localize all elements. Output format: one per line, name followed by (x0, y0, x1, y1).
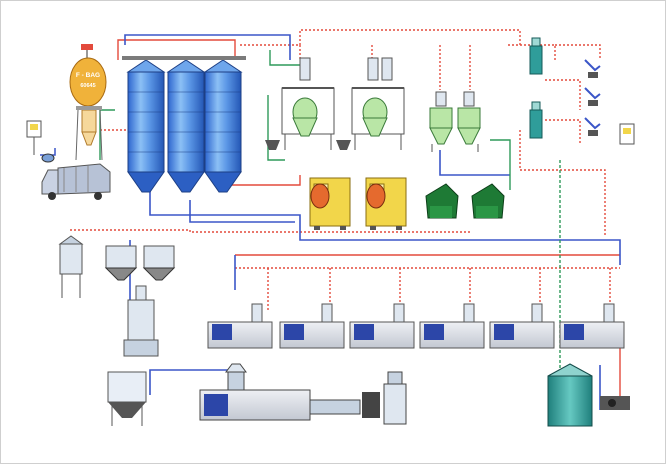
cooling-tower (547, 363, 630, 427)
dryer-unit-1 (309, 177, 351, 230)
hopper-station-1 (265, 57, 335, 150)
twin-green-hoppers (429, 91, 481, 152)
injection-machine-2 (279, 303, 345, 349)
injection-machine-1 (207, 303, 273, 349)
bottom-left-hopper (107, 371, 147, 426)
injection-machine-5 (489, 303, 555, 349)
granulator-2 (471, 183, 505, 219)
fbag-label: F - BAG (76, 72, 100, 79)
fbag-code: 60645 (80, 83, 95, 89)
injection-machine-4 (419, 303, 485, 349)
extrusion-line (199, 363, 407, 425)
vacuum-loader-group-right (529, 37, 601, 139)
granulator-1 (425, 183, 459, 219)
control-panel-right (619, 123, 635, 145)
fbag-unloader: F - BAG 60645 (69, 44, 107, 161)
mixing-tank (58, 235, 84, 298)
silo-3 (203, 59, 243, 193)
storage-silos (122, 56, 246, 193)
injection-machine-3 (349, 303, 415, 349)
feed-bins (104, 245, 176, 281)
silo-1 (126, 59, 166, 193)
fbag-sack-icon (69, 57, 107, 107)
batch-mixer (123, 285, 159, 357)
dryer-unit-2 (365, 177, 407, 230)
bulk-truck-icon (41, 163, 111, 200)
injection-machine-6 (559, 303, 625, 349)
silo-2 (166, 59, 206, 193)
hopper-station-2 (336, 57, 405, 150)
control-panel-left (26, 120, 56, 163)
injection-machines (207, 303, 625, 349)
